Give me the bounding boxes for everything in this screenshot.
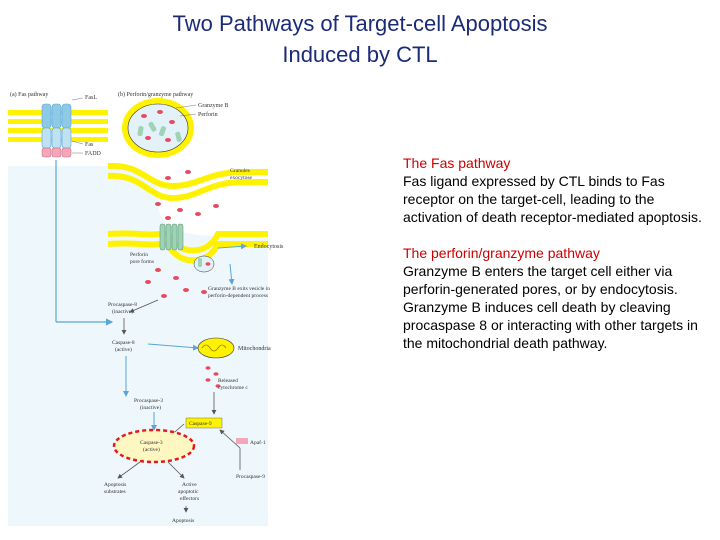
fas-pathway-description: Fas ligand expressed by CTL binds to Fas…	[403, 173, 702, 225]
fasl-trimer	[41, 103, 72, 129]
procaspase-9-label: Procaspase-9	[236, 474, 265, 480]
mitochondrion	[197, 337, 235, 359]
granzyme-exits-label: Granzyme B exits vesicle in perforin-dep…	[208, 286, 271, 299]
caspase-3-active-label: Caspase-3 (active)	[140, 440, 164, 453]
pathway-figure: (a) Fas pathway (b) Perforin/granzyme pa…	[8, 86, 308, 526]
procaspase-8-label: Procaspase-8 (inactive)	[108, 302, 138, 315]
perforin-pathway-heading: The perforin/granzyme pathway	[403, 245, 600, 261]
apoptosis-substrates-label: Apoptosis substrates	[104, 482, 128, 495]
granzyme-b-label: Granzyme B	[198, 103, 229, 109]
apoptosis-pathway-diagram: (a) Fas pathway (b) Perforin/granzyme pa…	[8, 86, 308, 526]
perforin-label: Perforin	[198, 111, 218, 118]
exocytosed-granzymes	[155, 170, 219, 220]
cytoplasm-granzymes	[145, 268, 207, 298]
granules-exocytose-label: Granules exocytose	[230, 168, 253, 181]
perforin-pore-label: Perforin pore forms	[130, 251, 154, 265]
fas-receptor-trimer	[41, 127, 72, 149]
endocytic-vesicle	[193, 255, 215, 273]
fas-label: Fas	[85, 142, 94, 148]
apoptosis-label: Apoptosis	[172, 518, 194, 524]
fadd-label: FADD	[85, 151, 102, 157]
slide-title: Two Pathways of Target-cell Apoptosis In…	[0, 8, 720, 70]
granule-contents	[137, 110, 182, 142]
active-effectors-label: Active apoptotic effectors	[178, 482, 200, 502]
perforin-pathway-block: The perforin/granzyme pathway Granzyme B…	[403, 244, 713, 352]
perforin-pathway-description: Granzyme B enters the target cell either…	[403, 263, 698, 351]
perforin-pore	[159, 223, 184, 251]
apaf-1-label: Apaf-1	[250, 439, 266, 446]
caspase-8-active-label: Caspase-8 (active)	[112, 340, 136, 353]
explanation-panel: The Fas pathway Fas ligand expressed by …	[403, 154, 713, 370]
cytochrome-c	[205, 366, 221, 388]
caspase-3-highlight	[112, 428, 196, 464]
fasl-label: FasL	[85, 95, 97, 101]
endocytosis-label: Endocytosis	[254, 244, 284, 250]
fadd-complex	[41, 147, 72, 158]
released-cytochrome-label: Released cytochrome c	[218, 378, 248, 391]
title-line-2: Induced by CTL	[282, 42, 438, 67]
fas-pathway-block: The Fas pathway Fas ligand expressed by …	[403, 154, 713, 226]
caspase-9-box	[185, 417, 223, 429]
fas-pathway-heading: The Fas pathway	[403, 155, 511, 171]
procaspase-3-label: Procaspase-3 (inactive)	[134, 398, 164, 411]
ctl-membrane-curve	[107, 162, 268, 190]
caspase-9-label: Caspase-9	[189, 421, 212, 427]
panel-a-label: (a) Fas pathway	[10, 91, 48, 98]
panel-b-label: (b) Perforin/granzyme pathway	[118, 91, 193, 98]
title-line-1: Two Pathways of Target-cell Apoptosis	[172, 11, 548, 36]
mitochondria-label: Mitochondria	[238, 346, 271, 352]
